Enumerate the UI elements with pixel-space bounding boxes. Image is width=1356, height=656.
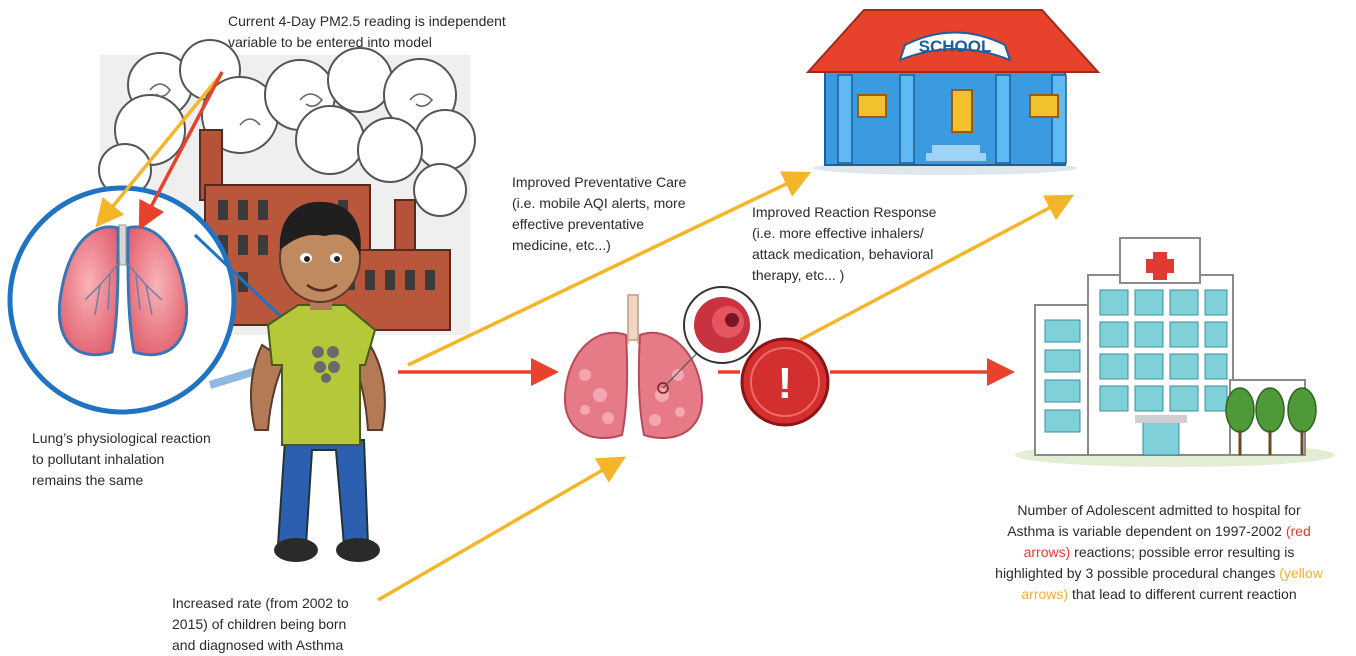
lung-reaction-line: to pollutant inhalation <box>32 451 165 467</box>
reaction-response-line: therapy, etc... ) <box>752 267 845 283</box>
increased-rate-line: 2015) of children being born <box>172 616 347 632</box>
preventative-care-line: medicine, etc...) <box>512 237 611 253</box>
svg-text:!: ! <box>778 359 793 408</box>
preventative-care-line: Improved Preventative Care <box>512 174 687 190</box>
reaction-response-line: Improved Reaction Response <box>752 204 937 220</box>
pm25-caption-line: variable to be entered into model <box>228 34 432 50</box>
outcome-line: Asthma is variable dependent on 1997-200… <box>1007 523 1311 539</box>
red-arrows-label: arrows) <box>1023 544 1071 560</box>
increased-rate-caption: Increased rate (from 2002 to 2015) of ch… <box>172 593 349 656</box>
lung-reaction-line: Lung’s physiological reaction <box>32 430 211 446</box>
preventative-care-line: (i.e. mobile AQI alerts, more <box>512 195 686 211</box>
pm25-arrows <box>95 71 224 231</box>
increased-rate-line: Increased rate (from 2002 to <box>172 595 349 611</box>
reaction-response-line: (i.e. more effective inhalers/ <box>752 225 924 241</box>
yellow-arrows-label: (yellow <box>1279 565 1323 581</box>
preventative-care-caption: Improved Preventative Care (i.e. mobile … <box>512 172 686 256</box>
reaction-response-caption: Improved Reaction Response (i.e. more ef… <box>752 202 936 286</box>
lung-zoom-icon <box>7 185 237 415</box>
yellow-change-arrows <box>377 171 1075 602</box>
lung-reaction-line: remains the same <box>32 472 144 488</box>
preventative-care-line: effective preventative <box>512 216 645 232</box>
outcome-line: highlighted by 3 possible procedural cha… <box>995 565 1323 581</box>
red-arrows-label: (red <box>1285 523 1311 539</box>
pm25-caption-line: Current 4-Day PM2.5 reading is independe… <box>228 13 506 29</box>
yellow-arrows-label: arrows) <box>1021 586 1069 602</box>
lungs-icon <box>563 286 761 440</box>
lung-reaction-caption: Lung’s physiological reaction to polluta… <box>32 428 211 491</box>
alert-icon: ! <box>740 337 830 427</box>
boy-icon <box>249 201 386 562</box>
outcome-caption: Number of Adolescent admitted to hospita… <box>968 500 1350 605</box>
svg-text:SCHOOL: SCHOOL <box>919 37 992 56</box>
increased-rate-line: and diagnosed with Asthma <box>172 637 344 653</box>
outcome-line: Number of Adolescent admitted to hospita… <box>1017 502 1301 518</box>
school-icon: SCHOOL <box>805 9 1101 175</box>
pm25-caption: Current 4-Day PM2.5 reading is independe… <box>228 11 506 53</box>
reaction-response-line: attack medication, behavioral <box>752 246 934 262</box>
hospital-icon <box>1015 237 1335 467</box>
outcome-line: arrows) that lead to different current r… <box>1021 586 1297 602</box>
outcome-line: arrows) reactions; possible error result… <box>1023 544 1295 560</box>
